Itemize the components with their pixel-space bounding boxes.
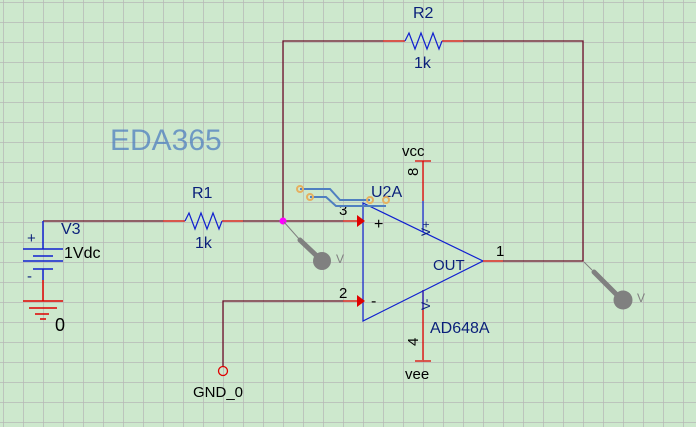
v3-value: 1Vdc <box>64 245 100 262</box>
probe-label: V <box>336 252 344 266</box>
opamp-model: AD648A <box>430 320 490 337</box>
vplus-label: V+ <box>419 221 433 236</box>
opamp-name: U2A <box>371 184 402 201</box>
probe-label: V <box>637 291 645 305</box>
pin-1: 1 <box>496 243 504 260</box>
r1-name: R1 <box>192 185 213 202</box>
gnd0-port[interactable] <box>217 365 229 377</box>
pin-2: 2 <box>339 285 347 302</box>
r1-value: 1k <box>195 235 213 252</box>
wire-gnd-inminus[interactable] <box>222 300 343 366</box>
wire-feedback-right[interactable] <box>463 40 584 262</box>
vcc-label: vcc <box>402 143 425 160</box>
wires <box>43 40 584 366</box>
pin-4: 4 <box>405 338 422 346</box>
v3-minus: - <box>27 268 32 285</box>
vminus-label: V- <box>419 299 433 310</box>
wire-feedback-left[interactable] <box>282 40 383 221</box>
r2-resistor[interactable]: R2 1k <box>383 5 463 72</box>
ground-label: 0 <box>55 315 65 335</box>
minus-sign: - <box>371 293 376 310</box>
bus-icon <box>296 185 390 207</box>
v3-source[interactable]: + - V3 1Vdc 0 <box>23 221 100 335</box>
plus-sign: + <box>374 216 383 233</box>
probe-icon <box>313 252 331 270</box>
out-label: OUT <box>433 257 465 274</box>
v3-plus: + <box>27 230 36 247</box>
r1-resistor[interactable]: R1 1k <box>163 185 243 252</box>
probe-icon <box>613 290 633 310</box>
opamp-u2a[interactable]: + - OUT V+ V- U2A AD648A 3 2 1 8 4 <box>339 160 504 362</box>
r2-name: R2 <box>413 5 434 22</box>
voltage-probe-2[interactable]: V <box>583 261 645 310</box>
vee-label: vee <box>405 366 429 383</box>
voltage-probe-1[interactable]: V <box>283 221 344 270</box>
pin-3: 3 <box>339 202 347 219</box>
pin-8: 8 <box>405 168 422 176</box>
gnd0-label: GND_0 <box>193 384 243 401</box>
r2-value: 1k <box>414 55 432 72</box>
watermark-logo: EDA365 <box>110 124 222 157</box>
v3-name: V3 <box>61 221 81 238</box>
ground-symbol <box>23 280 63 320</box>
